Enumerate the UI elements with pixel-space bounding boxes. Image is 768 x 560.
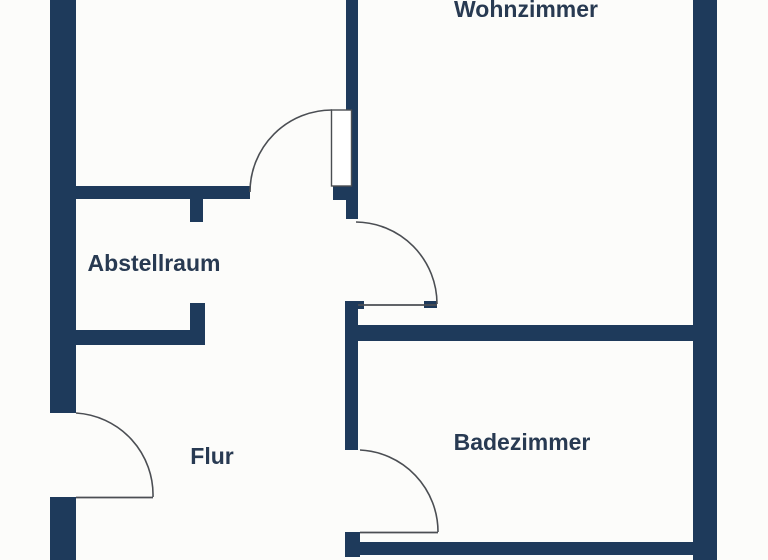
door-swing-arc — [75, 412, 154, 498]
wall-abstellraum-top — [76, 186, 250, 199]
wall-left-outer-lower — [50, 497, 76, 560]
door-badezimmer — [359, 449, 439, 534]
wall-door2-hinge-nub — [345, 301, 364, 309]
wall-door1-jamb-stub — [333, 186, 358, 200]
room-labels: Wohnzimmer Abstellraum Flur Badezimmer — [88, 0, 599, 469]
wall-right-outer — [693, 0, 717, 560]
wall-bottom — [345, 542, 694, 555]
room-label-badezimmer: Badezimmer — [454, 429, 591, 455]
walls — [50, 0, 717, 560]
wall-abstellraum-jamb-lower — [190, 303, 205, 332]
room-label-flur: Flur — [190, 443, 233, 469]
door-wohnzimmer — [355, 221, 438, 306]
wall-left-outer-upper — [50, 0, 76, 413]
wall-abstellraum-bottom — [76, 330, 205, 345]
room-label-wohnzimmer: Wohnzimmer — [454, 0, 598, 22]
door-swing-arc — [359, 449, 439, 533]
wall-wohnzimmer-badezimmer-divider — [357, 325, 694, 341]
door-swing-arc — [355, 221, 438, 305]
door-leaf — [330, 109, 353, 187]
wall-middle-vertical-lower — [345, 301, 358, 450]
doors — [75, 109, 439, 534]
door-flur-entry — [75, 412, 154, 499]
door-swing-arc — [249, 109, 333, 193]
wall-abstellraum-jamb-upper — [190, 198, 203, 222]
door-hall-upper — [249, 109, 353, 193]
room-label-abstellraum: Abstellraum — [88, 250, 221, 276]
